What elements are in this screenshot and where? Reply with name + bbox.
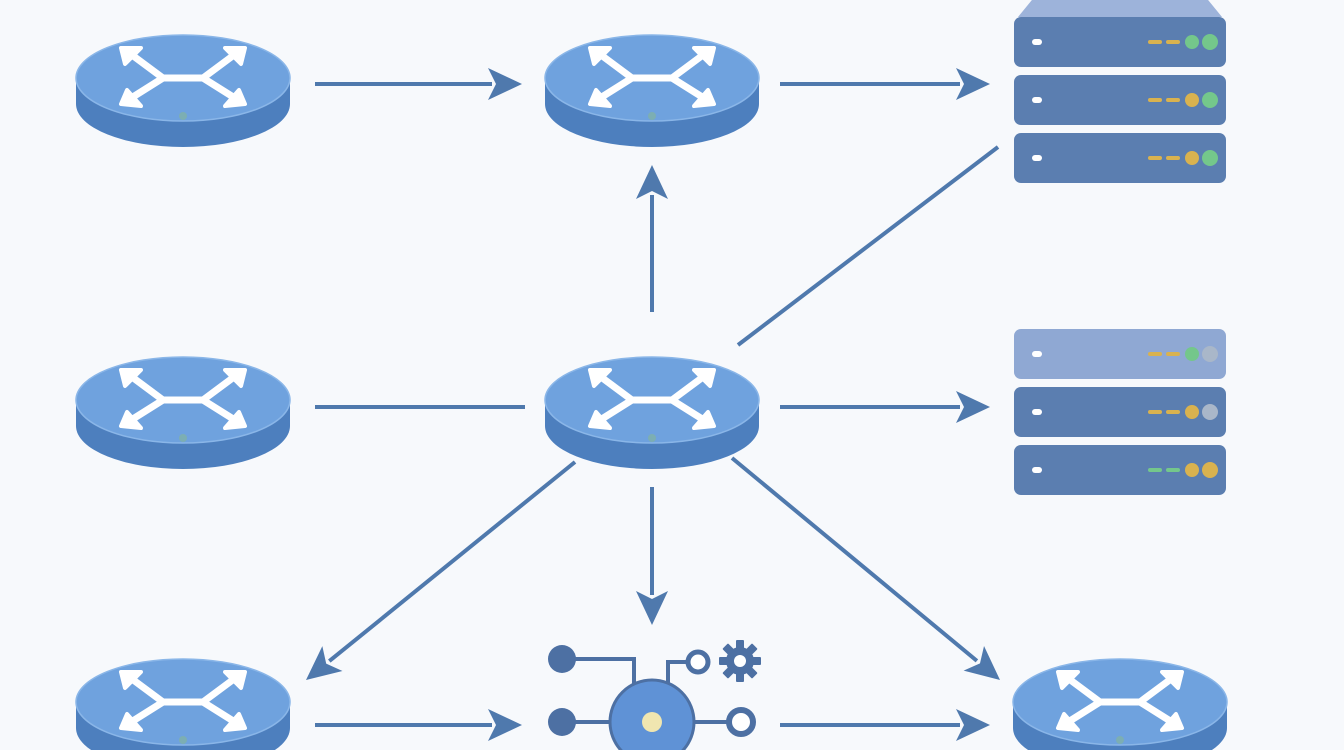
server-top-cap [1018, 0, 1222, 17]
gear-icon [719, 640, 761, 682]
router-arrows-icon [1056, 670, 1184, 732]
server-unit-body [1014, 387, 1226, 437]
status-led-icon [1185, 405, 1199, 419]
status-bar-icon [1148, 156, 1162, 160]
nodes-layer [75, 0, 1228, 750]
link-router-central-to-hub-bottom-center [636, 487, 668, 625]
endpoint-node-icon [548, 708, 576, 736]
link-router-top-center-to-server-top-right [780, 68, 990, 100]
server-unit [1014, 133, 1226, 183]
link-router-central-to-server-middle-right [780, 391, 990, 423]
endpoint-ring-icon [685, 649, 711, 675]
status-led-icon [1185, 93, 1199, 107]
link-line [328, 460, 577, 663]
server-unit-body [1014, 75, 1226, 125]
status-led-icon [648, 434, 656, 442]
server-unit [1014, 17, 1226, 67]
status-led-icon [1185, 347, 1199, 361]
drive-slot-icon [1032, 39, 1042, 45]
router-top-center[interactable] [544, 34, 760, 147]
server-unit-body [1014, 133, 1226, 183]
drive-slot-icon [1032, 467, 1042, 473]
status-led-icon [179, 434, 187, 442]
router-top-left[interactable] [75, 34, 291, 147]
endpoint-ring-icon [726, 707, 756, 737]
status-bar-icon [1166, 352, 1180, 356]
link-router-central-to-server-top-right [736, 145, 1000, 347]
router-central[interactable] [544, 356, 760, 469]
status-led-icon [1202, 92, 1218, 108]
server-middle-right[interactable] [1014, 329, 1226, 495]
status-bar-icon [1166, 98, 1180, 102]
link-hub-bottom-center-to-router-bottom-right [780, 709, 990, 741]
status-led-icon [1185, 151, 1199, 165]
arrowhead-icon [956, 709, 990, 741]
link-line [730, 456, 979, 663]
server-unit-body [1014, 445, 1226, 495]
server-top-right[interactable] [1014, 0, 1226, 183]
status-led-icon [1202, 34, 1218, 50]
arrowhead-icon [636, 591, 668, 625]
status-led-icon [1202, 404, 1218, 420]
link-router-central-to-router-top-center [636, 165, 668, 312]
server-unit-body [1014, 329, 1226, 379]
arrowhead-icon [956, 68, 990, 100]
status-bar-icon [1148, 40, 1162, 44]
router-arrows-icon [119, 368, 247, 430]
link-line [736, 145, 1000, 347]
status-bar-icon [1166, 468, 1180, 472]
status-led-icon [1202, 150, 1218, 166]
link-router-central-to-router-bottom-right [730, 456, 1000, 680]
status-led-icon [179, 112, 187, 120]
status-led-icon [648, 112, 656, 120]
status-led-icon [179, 736, 187, 744]
hub-center-icon [642, 712, 662, 732]
arrowhead-icon [956, 391, 990, 423]
router-arrows-icon [588, 46, 716, 108]
router-arrows-icon [119, 46, 247, 108]
links-layer [306, 68, 1000, 741]
status-led-icon [1185, 463, 1199, 477]
router-bottom-left[interactable] [75, 658, 291, 750]
status-bar-icon [1148, 98, 1162, 102]
arrowhead-icon [636, 165, 668, 199]
router-arrows-icon [119, 670, 247, 732]
hub-connector [562, 657, 636, 690]
server-unit [1014, 445, 1226, 495]
status-bar-icon [1166, 410, 1180, 414]
link-router-top-left-to-router-top-center [315, 68, 522, 100]
link-router-bottom-left-to-hub-bottom-center [315, 709, 522, 741]
arrowhead-icon [963, 645, 1000, 680]
status-led-icon [1116, 736, 1124, 744]
arrowhead-icon [488, 709, 522, 741]
status-bar-icon [1166, 40, 1180, 44]
server-unit-body [1014, 17, 1226, 67]
status-bar-icon [1148, 410, 1162, 414]
status-led-icon [1185, 35, 1199, 49]
hub-bottom-center[interactable] [548, 640, 761, 750]
endpoint-node-icon [548, 645, 576, 673]
router-bottom-right[interactable] [1012, 658, 1228, 750]
status-bar-icon [1148, 468, 1162, 472]
status-bar-icon [1148, 352, 1162, 356]
status-bar-icon [1166, 156, 1180, 160]
link-router-central-to-router-bottom-left [306, 460, 577, 680]
arrowhead-icon [306, 646, 343, 680]
hub-connector [666, 660, 688, 690]
router-arrows-icon [588, 368, 716, 430]
server-unit [1014, 329, 1226, 379]
arrowhead-icon [488, 68, 522, 100]
router-middle-left[interactable] [75, 356, 291, 469]
status-led-icon [1202, 346, 1218, 362]
drive-slot-icon [1032, 351, 1042, 357]
server-unit [1014, 387, 1226, 437]
server-unit [1014, 75, 1226, 125]
drive-slot-icon [1032, 97, 1042, 103]
status-led-icon [1202, 462, 1218, 478]
drive-slot-icon [1032, 409, 1042, 415]
drive-slot-icon [1032, 155, 1042, 161]
